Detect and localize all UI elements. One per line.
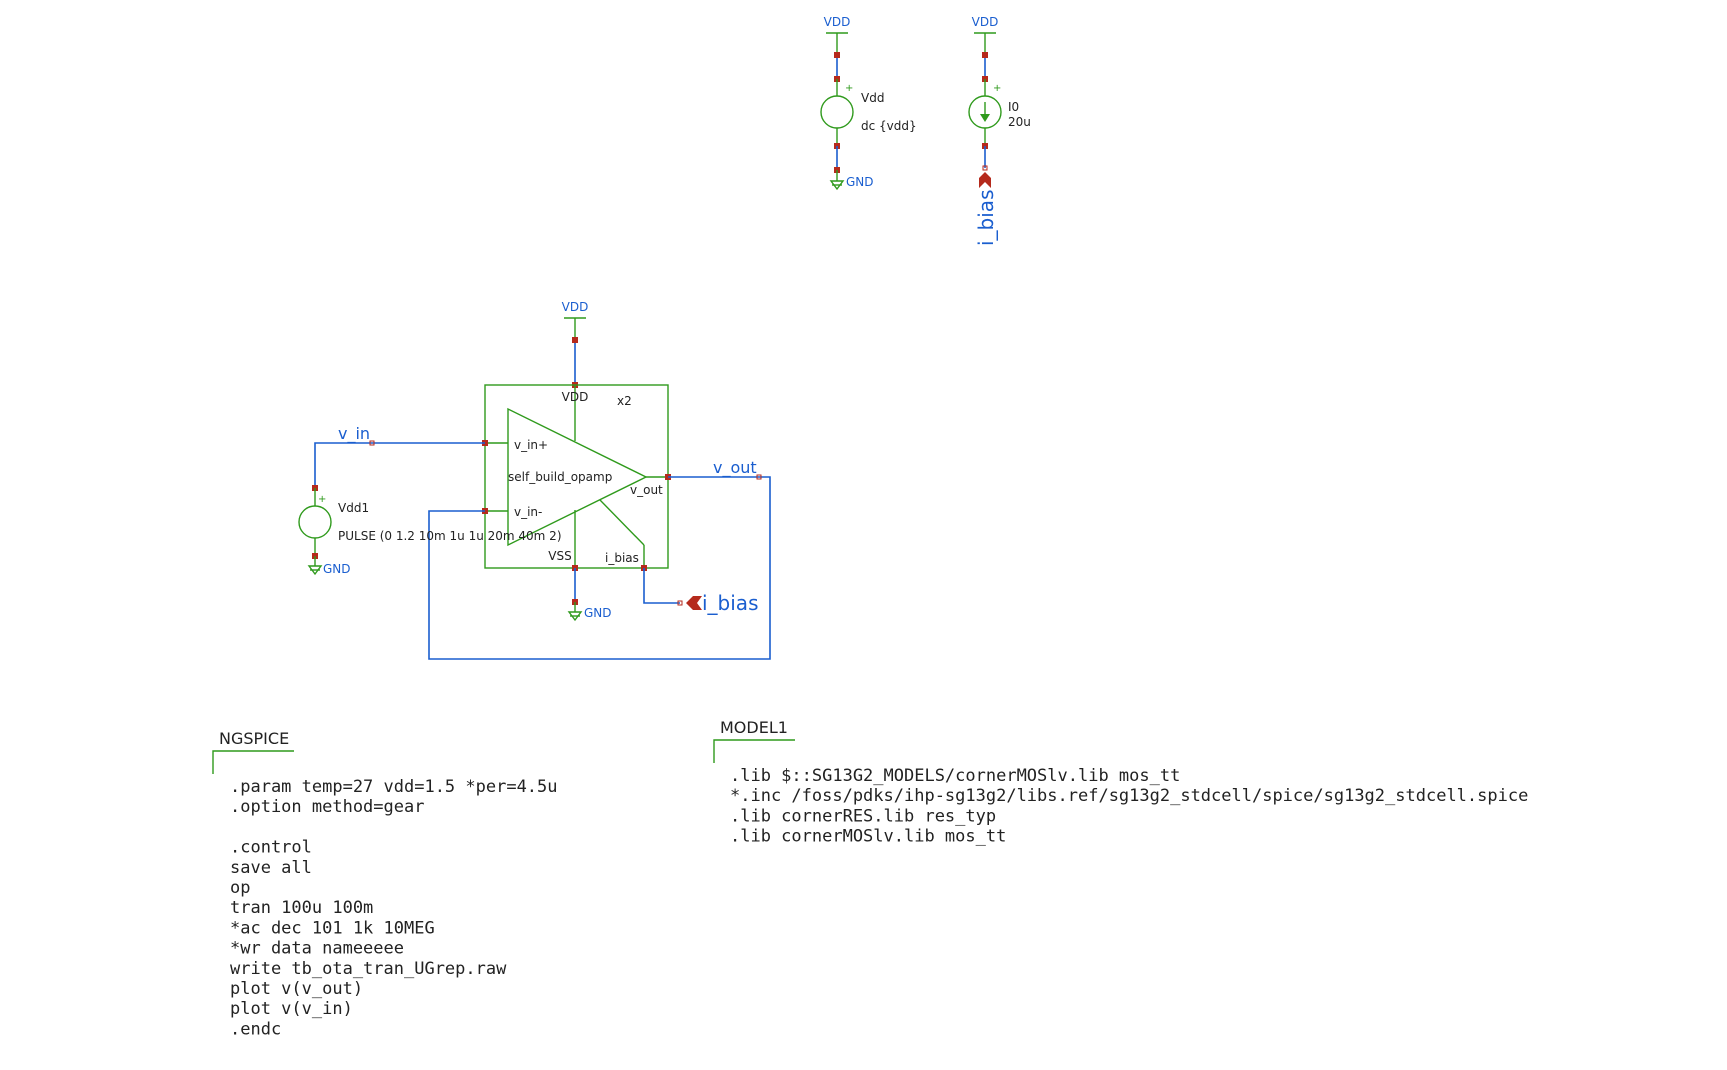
v-out-net-label: v_out — [713, 458, 757, 478]
i0-vdd-label: VDD — [972, 15, 999, 29]
input-source-name: Vdd1 — [338, 501, 369, 515]
ngspice-line: plot v(v_out) — [230, 979, 363, 999]
model-code-block[interactable]: MODEL1 .lib $::SG13G2_MODELS/cornerMOSlv… — [713, 718, 1528, 847]
model-line: .lib cornerMOSlv.lib mos_tt — [730, 827, 1006, 847]
model-line: .lib cornerRES.lib res_typ — [730, 806, 996, 826]
input-pulse-source[interactable]: + GND Vdd1 PULSE (0 1.2 10m 1u 1u 20m 40… — [298, 485, 562, 576]
opamp-instance-x2[interactable]: VDD VDD x2 v_in+ self_build_opamp v_out … — [482, 300, 671, 622]
ngspice-line: *wr data nameeeee — [230, 939, 404, 959]
opamp-instance-name: x2 — [617, 394, 632, 408]
ngspice-line: .endc — [230, 1019, 281, 1039]
ibias-port-up-icon — [979, 172, 991, 188]
v-in-net-label: v_in — [338, 424, 370, 444]
opamp-pin-in-plus: v_in+ — [514, 438, 548, 452]
ibias-net-label-bottom: i_bias — [702, 591, 758, 615]
model-lines: .lib $::SG13G2_MODELS/cornerMOSlv.lib mo… — [730, 766, 1528, 847]
svg-text:+: + — [318, 494, 326, 505]
model-line: .lib $::SG13G2_MODELS/cornerMOSlv.lib mo… — [730, 766, 1180, 786]
opamp-cell-name: self_build_opamp — [508, 470, 612, 484]
opamp-pin-out: v_out — [630, 483, 663, 497]
i0-name: I0 — [1008, 100, 1019, 114]
opamp-gnd-label: GND — [584, 606, 612, 620]
input-source-value: PULSE (0 1.2 10m 1u 1u 20m 40m 2) — [338, 529, 562, 543]
feedback-wiring: v_in v_out i_bias — [314, 424, 771, 660]
ngspice-line: tran 100u 100m — [230, 898, 373, 918]
ngspice-line: plot v(v_in) — [230, 999, 353, 1019]
ibias-port-left-icon — [686, 596, 702, 610]
current-arrow-icon — [980, 114, 990, 122]
ngspice-line: write tb_ota_tran_UGrep.raw — [230, 959, 507, 979]
model-line: *.inc /foss/pdks/ihp-sg13g2/libs.ref/sg1… — [730, 786, 1528, 806]
current-source-i0[interactable]: VDD + I0 20u i_bias — [968, 15, 1031, 246]
opamp-pin-vss: VSS — [548, 549, 571, 563]
vdd-supply-label: VDD — [824, 15, 851, 29]
ngspice-code-block[interactable]: NGSPICE .param temp=27 vdd=1.5 *per=4.5u… — [212, 729, 558, 1039]
ngspice-line: save all — [230, 858, 312, 878]
i0-value: 20u — [1008, 115, 1031, 129]
ngspice-line: *ac dec 101 1k 10MEG — [230, 918, 435, 938]
vdd-source-value: dc {vdd} — [861, 119, 917, 133]
vdd-source-name: Vdd — [861, 91, 884, 105]
ngspice-line: .option method=gear — [230, 797, 424, 817]
ngspice-line: op — [230, 878, 250, 898]
ngspice-line: .param temp=27 vdd=1.5 *per=4.5u — [230, 777, 558, 797]
vdd-source-gnd-label: GND — [846, 175, 874, 189]
vdd-voltage-source[interactable]: VDD + GND Vdd dc {vdd} — [820, 15, 917, 191]
ibias-net-label-top: i_bias — [974, 190, 998, 246]
input-source-gnd-label: GND — [323, 562, 351, 576]
ngspice-lines: .param temp=27 vdd=1.5 *per=4.5u.option … — [230, 777, 558, 1039]
svg-text:+: + — [993, 83, 1001, 94]
opamp-pin-in-minus: v_in- — [514, 505, 542, 519]
svg-text:+: + — [845, 83, 853, 94]
ngspice-title: NGSPICE — [219, 729, 289, 748]
opamp-pin-ibias: i_bias — [605, 551, 639, 565]
ngspice-line: .control — [230, 838, 312, 858]
opamp-pin-vdd: VDD — [562, 390, 589, 404]
opamp-vdd-label: VDD — [562, 300, 589, 314]
model-title: MODEL1 — [720, 718, 788, 737]
